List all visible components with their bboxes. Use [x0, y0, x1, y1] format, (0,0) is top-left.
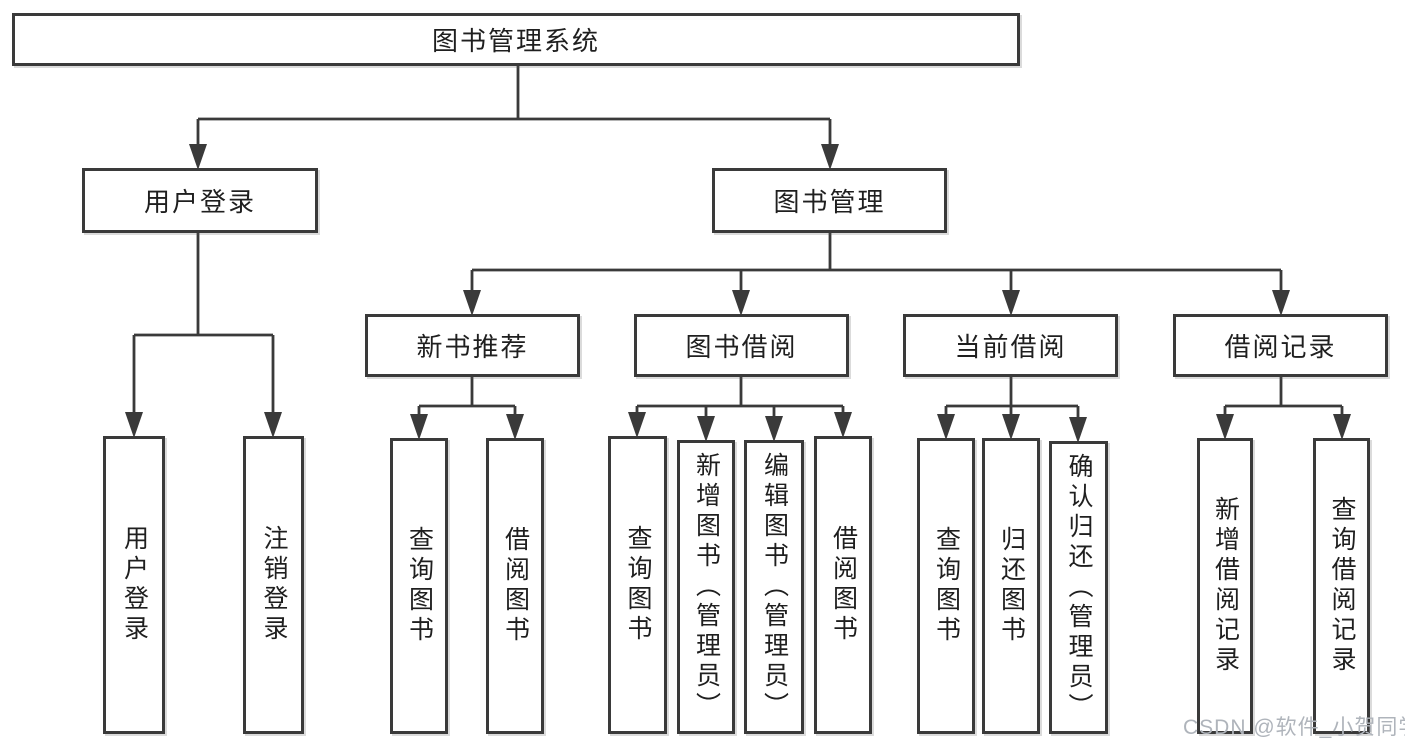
leaf-borrow-books-borrowing: 借阅图书 [814, 436, 872, 734]
connector-root-to-level2 [189, 66, 839, 170]
leaf-query-books-current: 查询图书 [917, 438, 975, 734]
node-current-borrowing: 当前借阅 [903, 314, 1118, 377]
node-library-management-system: 图书管理系统 [12, 13, 1020, 66]
connector-book-management-children [463, 233, 1290, 316]
connector-new-book-recommendation-children [410, 377, 524, 440]
connector-book-borrowing-children [628, 377, 852, 442]
node-user-login: 用户登录 [82, 168, 318, 233]
leaf-logout-login: 注销登录 [243, 436, 304, 734]
node-borrowing-records: 借阅记录 [1173, 314, 1388, 377]
leaf-return-book: 归还图书 [982, 438, 1040, 734]
node-new-book-recommendation: 新书推荐 [365, 314, 580, 377]
leaf-query-borrow-record: 查询借阅记录 [1313, 438, 1370, 734]
leaf-confirm-return-admin: 确认归还（管理员） [1049, 441, 1108, 734]
csdn-watermark: CSDN @软件_小贺同学 [1183, 716, 1405, 739]
node-book-borrowing: 图书借阅 [634, 314, 849, 377]
leaf-query-books-recommend: 查询图书 [390, 438, 448, 734]
leaf-query-books-borrowing: 查询图书 [608, 436, 667, 734]
connector-current-borrowing-children [937, 377, 1087, 443]
leaf-add-book-admin: 新增图书（管理员） [677, 440, 735, 734]
connector-user-login-children [125, 233, 282, 438]
leaf-user-login: 用户登录 [103, 436, 165, 734]
leaf-edit-book-admin: 编辑图书（管理员） [744, 440, 804, 734]
leaf-add-borrow-record: 新增借阅记录 [1197, 438, 1253, 734]
node-book-management: 图书管理 [712, 168, 947, 233]
connector-borrowing-records-children [1216, 377, 1351, 440]
leaf-borrow-books-recommend: 借阅图书 [486, 438, 544, 734]
